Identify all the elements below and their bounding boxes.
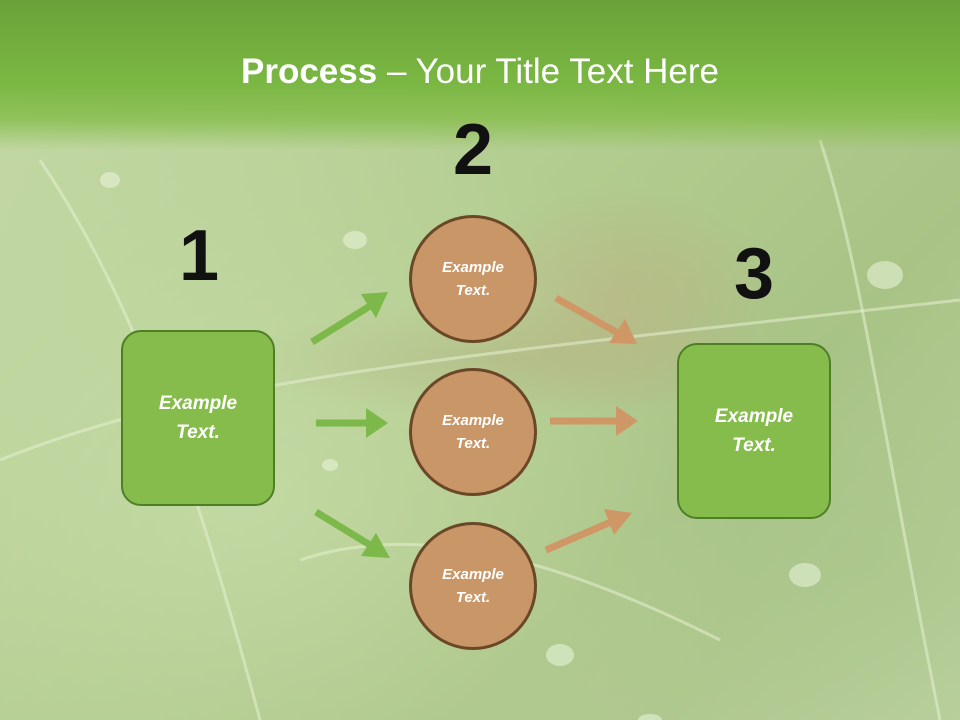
arrow-green-down: [314, 509, 390, 558]
circle-top-text: Example Text.: [442, 259, 504, 299]
arrow-tan-down: [554, 294, 637, 344]
step-number-3: 3: [733, 234, 775, 314]
circle-bottom[interactable]: Example Text.: [409, 522, 537, 650]
right-box[interactable]: Example Text.: [677, 343, 831, 519]
left-box[interactable]: Example Text.: [121, 330, 275, 506]
circle-middle[interactable]: Example Text.: [409, 368, 537, 496]
step-number-1: 1: [178, 216, 220, 296]
arrow-tan-up: [544, 509, 632, 554]
circle-top[interactable]: Example Text.: [409, 215, 537, 343]
title-bar: [0, 0, 960, 150]
arrow-tan-right: [550, 406, 638, 436]
title-bold: Process: [241, 52, 378, 91]
right-box-text: Example Text.: [714, 406, 794, 456]
circle-middle-text: Example Text.: [442, 412, 504, 452]
title-rest: – Your Title Text Here: [377, 52, 719, 91]
arrow-green-right: [316, 408, 388, 438]
step-number-2: 2: [452, 110, 494, 190]
slide-title: Process – Your Title Text Here: [0, 52, 960, 92]
arrow-green-up: [310, 292, 388, 345]
left-box-text: Example Text.: [158, 393, 238, 443]
circle-bottom-text: Example Text.: [442, 566, 504, 606]
